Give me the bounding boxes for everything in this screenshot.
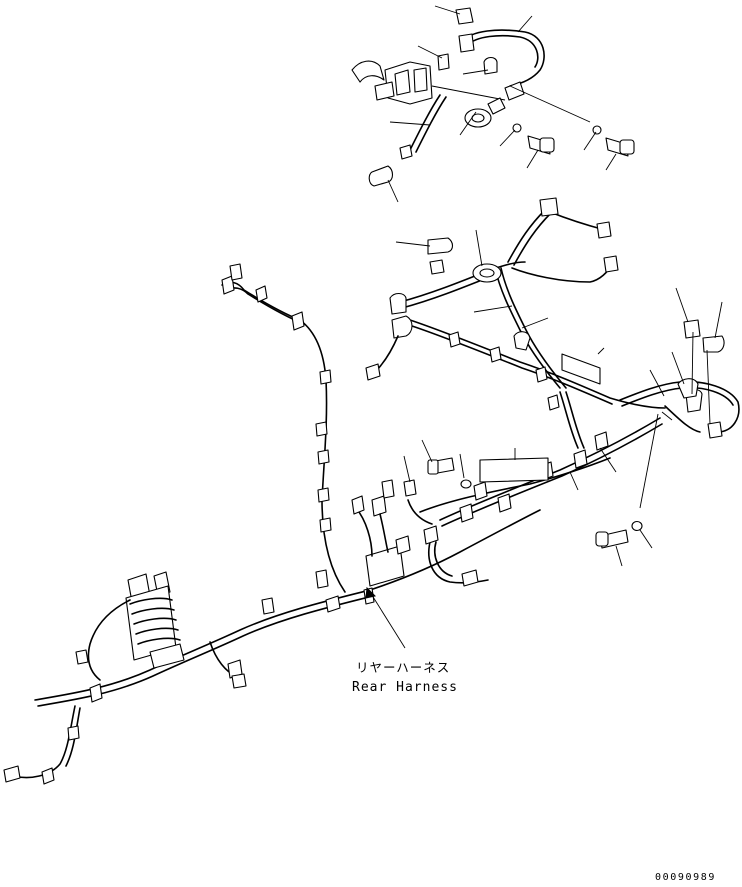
top-bracket-assembly — [351, 5, 635, 203]
left-vertical-cable — [221, 263, 346, 593]
right-loop-assembly — [595, 287, 740, 567]
middle-harness-assembly — [365, 197, 666, 411]
callout-label-en: Rear Harness — [352, 680, 458, 695]
rear-harness-callout: リヤーハーネス Rear Harness — [352, 586, 458, 695]
main-rear-harness — [3, 479, 541, 785]
callout-label-jp: リヤーハーネス — [356, 660, 450, 675]
drawing-code: 00090989 — [655, 872, 716, 883]
lower-right-harness — [403, 391, 663, 587]
